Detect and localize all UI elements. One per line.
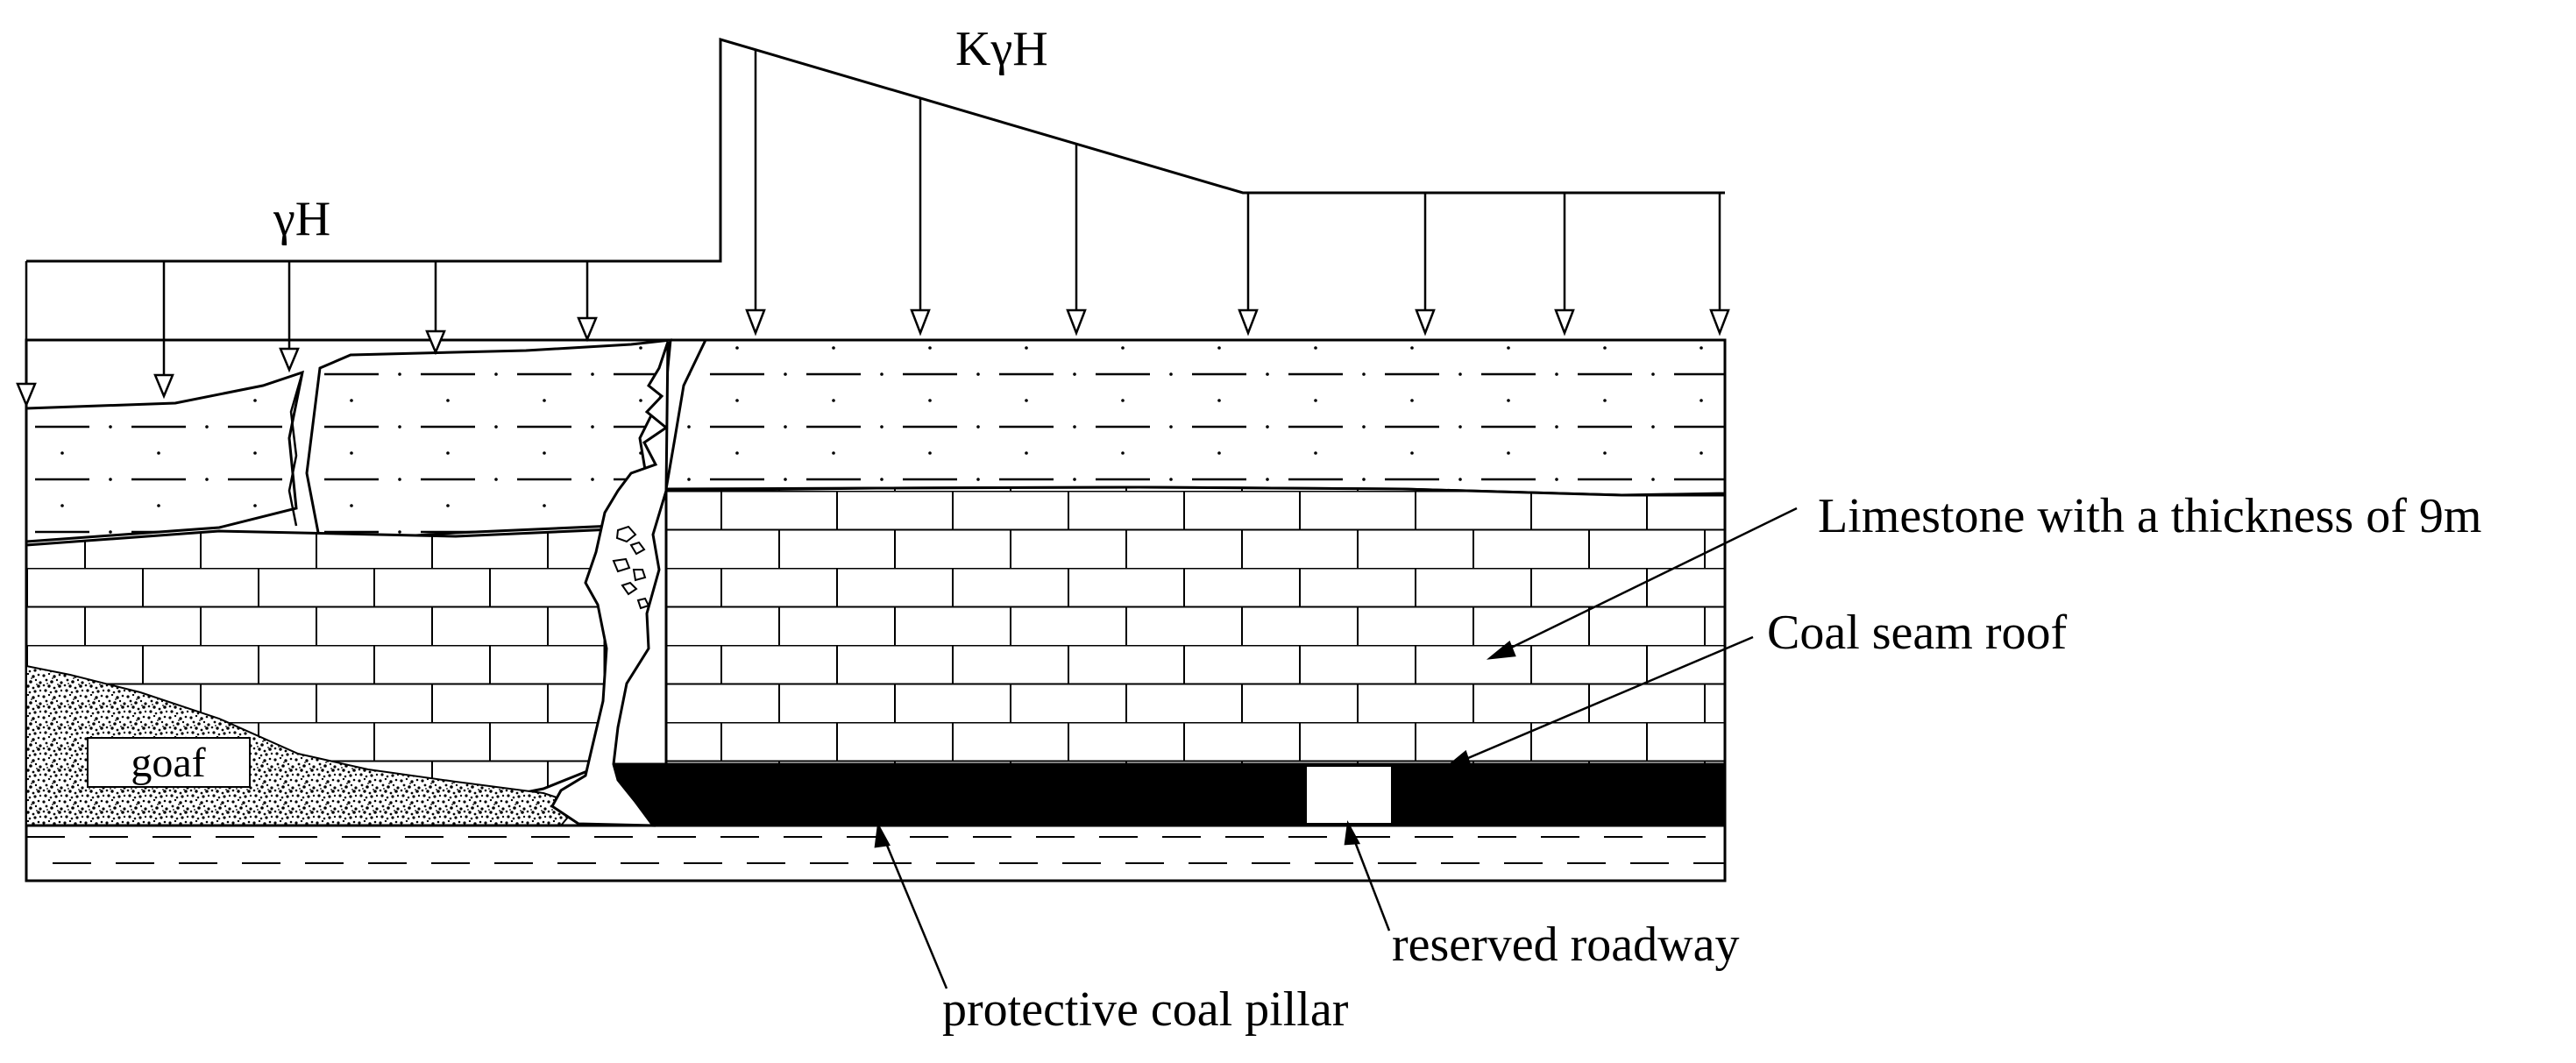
leader-pillar <box>874 821 948 989</box>
upper-strata-right <box>664 338 1727 497</box>
limestone-label: Limestone with a thickness of 9m <box>1818 489 2481 543</box>
load-arrow-1 <box>16 261 37 408</box>
roadway-label: reserved roadway <box>1392 918 1739 972</box>
load-arrow-8 <box>1066 144 1087 337</box>
load-arrow-2 <box>153 261 174 400</box>
load-arrow-5 <box>577 261 598 343</box>
coal-seam <box>612 762 1727 827</box>
load-arrow-9 <box>1238 193 1259 337</box>
load-arrow-7 <box>910 98 931 337</box>
fracture-zone <box>550 341 670 827</box>
leader-roadway <box>1344 820 1391 932</box>
reserved-roadway <box>1305 765 1393 825</box>
leader-limestone <box>1486 507 1798 660</box>
limestone-layer-right <box>664 485 1727 766</box>
fracture-rubble <box>612 525 650 610</box>
pillar-label: protective coal pillar <box>942 982 1349 1037</box>
load-label-right: KγH <box>955 22 1048 76</box>
floor-layer <box>25 824 1727 882</box>
load-profile <box>26 37 1725 263</box>
leader-coal-roof <box>1442 635 1754 769</box>
strata-crack <box>287 372 304 527</box>
goaf-label: goaf <box>131 740 205 786</box>
load-label-left: γH <box>273 192 330 246</box>
load-arrow-10 <box>1415 193 1436 337</box>
coal-roof-label: Coal seam roof <box>1767 606 2067 660</box>
load-arrow-11 <box>1554 193 1575 337</box>
load-arrow-4 <box>425 261 446 356</box>
load-arrows <box>16 49 1730 408</box>
load-arrow-12 <box>1709 193 1730 337</box>
floor-dashes <box>26 836 1725 864</box>
load-arrow-3 <box>279 261 300 373</box>
upper-strata-left-block-1 <box>25 370 304 543</box>
leader-lines <box>874 507 1798 989</box>
goaf-label-box <box>87 737 251 788</box>
load-arrow-6 <box>745 49 766 337</box>
